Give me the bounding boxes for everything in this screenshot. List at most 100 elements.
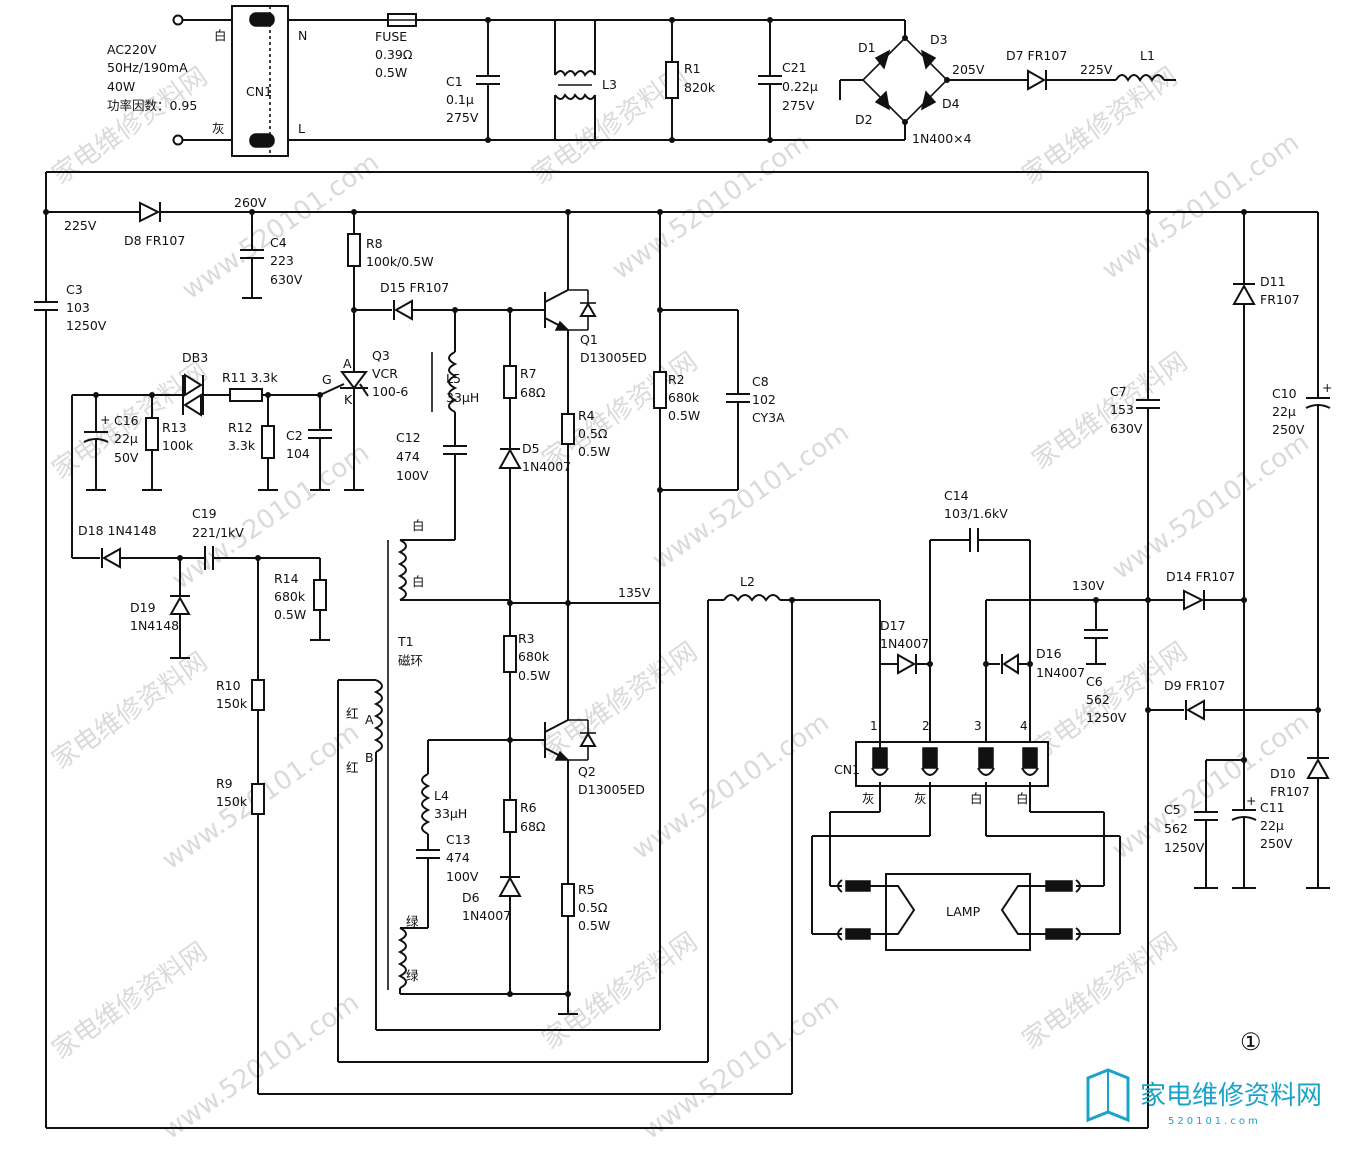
watermark-url: www.520101.com: [157, 988, 365, 1146]
resistor-r13: [145, 417, 159, 451]
t1-pin-a: A: [365, 712, 374, 727]
diac-db3: [184, 373, 203, 397]
c10-value: 22μ: [1272, 404, 1296, 419]
brand-url: 520101.com: [1168, 1116, 1261, 1127]
c8-ref: C8: [752, 374, 769, 389]
q3-part2: 100-6: [372, 384, 408, 399]
c21-ref: C21: [782, 60, 807, 75]
d17-ref: D17: [880, 618, 906, 633]
diode-d7: [1027, 69, 1047, 91]
diode-d8: [139, 201, 161, 223]
r1-ref: R1: [684, 61, 701, 76]
diode-d17: [897, 653, 917, 675]
watermark-url: www.520101.com: [627, 708, 835, 866]
main-wiring: 225V D8 FR107 260V C3 103 1250V C4 223 6…: [34, 171, 1332, 1129]
ac-spec-line-2: 50Hz/190mA: [107, 60, 188, 75]
c12-value: 474: [396, 449, 420, 464]
q1-ref: Q1: [580, 332, 598, 347]
ac-spec-line-1: AC220V: [107, 42, 157, 57]
resistor-r7: [503, 365, 517, 399]
cn1-pin-4: 4: [1020, 719, 1028, 733]
fuse-rating: 0.5W: [375, 65, 407, 80]
cn1-label: CN1: [246, 84, 272, 99]
resistor-r5: [561, 883, 575, 917]
c5-ref: C5: [1164, 802, 1181, 817]
rail-225v-label: 225V: [64, 218, 97, 233]
r14-ref: R14: [274, 571, 299, 586]
cn1-pin-n: [249, 12, 275, 27]
c10-ref: C10: [1272, 386, 1297, 401]
n-label: N: [298, 28, 307, 43]
c6-value: 562: [1086, 692, 1110, 707]
cn1-color-1: 灰: [862, 791, 875, 806]
d8-label: D8 FR107: [124, 233, 185, 248]
r5-value: 0.5Ω: [578, 900, 608, 915]
inductor-l1: [1115, 74, 1165, 82]
r3-rating: 0.5W: [518, 668, 550, 683]
figure-number: ①: [1240, 1028, 1262, 1056]
c19-value: 221/1kV: [192, 525, 244, 540]
r9-ref: R9: [216, 776, 233, 791]
r4-value: 0.5Ω: [578, 426, 608, 441]
t1-white-label-2: 白: [412, 574, 425, 589]
ac-input-section: 白 灰 CN1 N L AC220V 50Hz/190mA 40W 功率因数：0…: [107, 5, 1176, 157]
resistor-r10: [251, 679, 265, 711]
watermark: 家电维修资料网: [537, 637, 703, 766]
c14-ref: C14: [944, 488, 969, 503]
resistor-r9: [251, 783, 265, 815]
diode-d6: [498, 875, 522, 897]
d2-ref: D2: [855, 112, 873, 127]
watermark-layer: 家电维修资料网 www.520101.com 家电维修资料网 www.52010…: [47, 62, 1315, 1146]
q3-pin-a: A: [343, 356, 352, 371]
q3-pin-k: K: [344, 392, 353, 407]
d7-out-voltage: 225V: [1080, 62, 1113, 77]
inductor-l3: [554, 70, 596, 77]
l4-value: 33μH: [434, 806, 467, 821]
transformer-t1-red-winding: [373, 679, 383, 753]
r2-rating: 0.5W: [668, 408, 700, 423]
c16-plus: +: [100, 412, 110, 427]
cn1-pin-1: 1: [870, 719, 878, 733]
bridge-out-voltage: 205V: [952, 62, 985, 77]
lamp: [885, 873, 1031, 951]
r7-value: 68Ω: [520, 385, 546, 400]
r3-value: 680k: [518, 649, 550, 664]
watermark: 家电维修资料网: [47, 937, 213, 1066]
t1-desc: 磁环: [398, 653, 423, 668]
watermark: 家电维修资料网: [537, 927, 703, 1056]
c6-ref: C6: [1086, 674, 1103, 689]
c16-ref: C16: [114, 413, 139, 428]
l5-value: 33μH: [446, 390, 479, 405]
c8-value: 102: [752, 392, 776, 407]
inductor-l5: [448, 351, 458, 413]
c7-value: 153: [1110, 402, 1134, 417]
db3-ref: DB3: [182, 350, 208, 365]
d1-ref: D1: [858, 40, 876, 55]
diode-d14: [1183, 589, 1205, 611]
d11-part: FR107: [1260, 292, 1300, 307]
diode-d19: [169, 595, 191, 615]
r8-value: 100k/0.5W: [366, 254, 434, 269]
brand-name: 家电维修资料网: [1140, 1081, 1322, 1111]
t1-red-label-1: 红: [346, 706, 359, 721]
cn1-pin-l: [249, 133, 275, 148]
connector-cn1-input: [231, 5, 289, 157]
v130-label: 130V: [1072, 578, 1105, 593]
d7-label: D7 FR107: [1006, 48, 1067, 63]
d16-ref: D16: [1036, 646, 1062, 661]
d14-label: D14 FR107: [1166, 569, 1235, 584]
diode-d11: [1232, 283, 1256, 305]
t1-ref: T1: [397, 634, 414, 649]
cn1-color-2: 灰: [914, 791, 927, 806]
t1-green-label-2: 绿: [406, 968, 419, 983]
c2-value: 104: [286, 446, 310, 461]
q3-ref: Q3: [372, 348, 390, 363]
watermark-url: www.520101.com: [607, 128, 815, 286]
terminal-white-label: 白: [214, 28, 227, 43]
c21-value: 0.22μ: [782, 79, 818, 94]
d3-ref: D3: [930, 32, 948, 47]
d5-part: 1N4007: [522, 459, 571, 474]
cn1-color-4: 白: [1016, 791, 1029, 806]
c4-ref: C4: [270, 235, 287, 250]
mid-voltage-label: 135V: [618, 585, 651, 600]
